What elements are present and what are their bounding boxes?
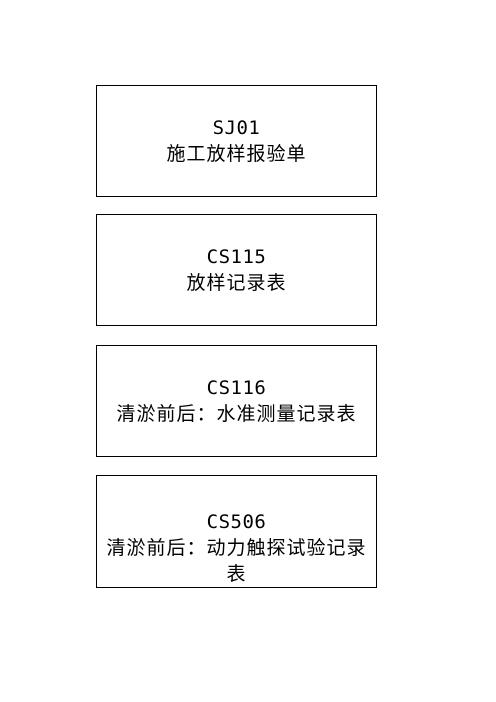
form-card-cs116: CS116 清淤前后：水准测量记录表 [96,345,377,457]
form-card-sj01: SJ01 施工放样报验单 [96,85,377,197]
form-code: CS115 [206,246,267,268]
form-code: CS506 [206,511,267,533]
form-code: SJ01 [212,117,261,139]
form-card-cs115: CS115 放样记录表 [96,214,377,326]
form-code: CS116 [206,377,267,399]
form-card-cs506: CS506 清淤前后：动力触探试验记录表 [96,475,377,588]
form-title: 放样记录表 [186,272,287,294]
form-title: 清淤前后：动力触探试验记录表 [106,537,367,585]
form-title: 施工放样报验单 [166,143,307,165]
form-title: 清淤前后：水准测量记录表 [116,403,357,425]
